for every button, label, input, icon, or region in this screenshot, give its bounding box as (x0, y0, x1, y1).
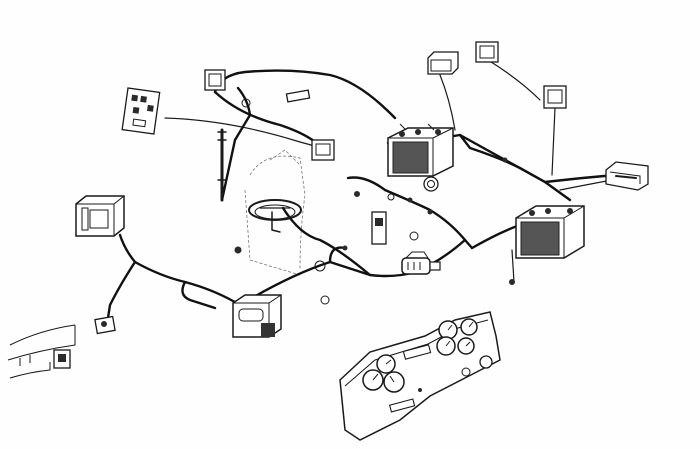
steering-wheel (217, 128, 302, 233)
indicator-bulbs (314, 193, 419, 305)
tail-lamp (605, 161, 649, 191)
headlamp-left (204, 69, 226, 91)
cab-outline (244, 149, 306, 276)
work-lamp-rear-left (427, 51, 459, 75)
fuse-panel (121, 87, 161, 135)
horn (423, 176, 439, 192)
headlamp-right (75, 195, 125, 237)
lower-switch (7, 315, 116, 379)
harness-connectors (234, 157, 515, 285)
work-lamp-front-right (311, 139, 335, 161)
relay (241, 89, 311, 108)
battery-rear (515, 205, 585, 259)
switch-box (371, 211, 387, 245)
starter-motor (401, 251, 441, 275)
battery-front (387, 123, 454, 177)
work-lamp-front-left (475, 41, 499, 63)
main-harness (106, 59, 617, 320)
gauge-group (362, 318, 493, 393)
work-lamp-rear-right (543, 85, 567, 109)
instrument-panel (339, 311, 501, 441)
control-block (232, 294, 282, 338)
